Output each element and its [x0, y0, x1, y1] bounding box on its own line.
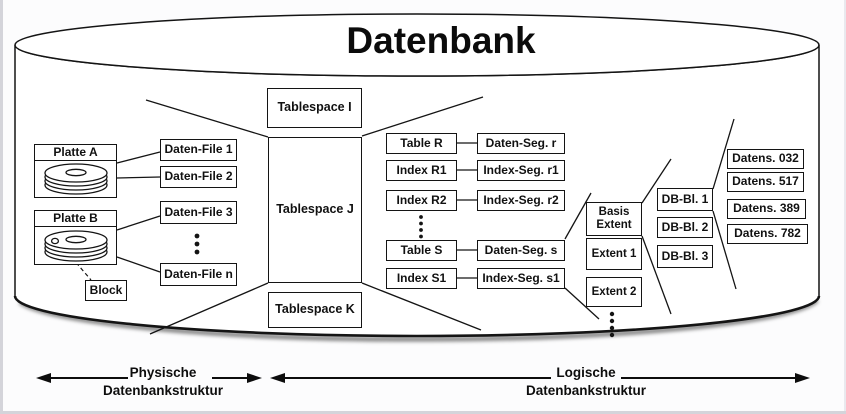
daten-file-3-box: Daten-File 3	[160, 201, 237, 224]
datensatz-782-box: Datens. 782	[727, 224, 808, 244]
logical-structure-line1: Logische	[556, 365, 616, 380]
db-block-3-box: DB-Bl. 3	[657, 245, 713, 268]
db-block-1-box: DB-Bl. 1	[657, 188, 713, 211]
block-box: Block	[85, 280, 127, 301]
diagram-title: Datenbank	[346, 20, 536, 61]
index-seg-r2-box: Index-Seg. r2	[477, 190, 565, 211]
ellipsis-dots-tables	[419, 215, 423, 239]
block-dashed-connector	[66, 251, 92, 281]
disk-a-icon	[35, 161, 116, 197]
physical-structure-line1: Physische	[129, 365, 197, 380]
index-seg-r1-box: Index-Seg. r1	[477, 160, 565, 181]
ellipsis-dots-files	[194, 233, 200, 255]
physical-structure-label: Physische Datenbankstruktur	[53, 364, 273, 400]
tablespace-j-box: Tablespace J	[268, 137, 362, 283]
basis-extent-box: Basis Extent	[586, 202, 642, 236]
extent-1-box: Extent 1	[586, 238, 642, 270]
index-s1-box: Index S1	[386, 268, 457, 289]
fan-lines	[145, 96, 737, 335]
table-r-box: Table R	[386, 133, 457, 154]
platte-a-label: Platte A	[35, 145, 116, 162]
daten-file-1-box: Daten-File 1	[160, 139, 237, 161]
index-r2-box: Index R2	[386, 190, 457, 211]
ellipsis-dots-extents	[609, 311, 615, 338]
disk-b-icon	[35, 227, 116, 264]
extent-2-box: Extent 2	[586, 277, 642, 307]
table-s-box: Table S	[386, 240, 457, 261]
disk-to-file-connectors	[116, 151, 161, 273]
cylinder-top-ellipse	[14, 13, 820, 77]
daten-seg-s-box: Daten-Seg. s	[477, 240, 565, 261]
physical-structure-line2: Datenbankstruktur	[102, 383, 224, 398]
datensatz-032-box: Datens. 032	[727, 149, 804, 169]
platte-b-box: Platte B	[34, 210, 117, 265]
logical-structure-line2: Datenbankstruktur	[525, 383, 647, 398]
platte-b-label: Platte B	[35, 211, 116, 228]
db-block-2-box: DB-Bl. 2	[657, 217, 713, 238]
cylinder-bottom-rim	[13, 295, 821, 338]
block-marker-icon	[50, 237, 59, 244]
index-seg-s1-box: Index-Seg. s1	[477, 268, 565, 289]
table-to-segment-connectors	[457, 142, 477, 279]
datensatz-389-box: Datens. 389	[727, 199, 806, 219]
physical-range-arrow	[36, 373, 262, 383]
tablespace-i-box: Tablespace I	[267, 88, 362, 128]
index-r1-box: Index R1	[386, 160, 457, 181]
tablespace-k-box: Tablespace K	[268, 292, 362, 328]
daten-file-n-box: Daten-File n	[160, 263, 237, 286]
logical-range-arrow	[270, 373, 810, 383]
daten-seg-r-box: Daten-Seg. r	[477, 133, 565, 154]
daten-file-2-box: Daten-File 2	[160, 166, 237, 188]
logical-structure-label: Logische Datenbankstruktur	[476, 364, 696, 400]
cylinder-bottom-shadow	[18, 298, 819, 342]
platte-a-box: Platte A	[34, 144, 117, 198]
datensatz-517-box: Datens. 517	[727, 172, 804, 192]
